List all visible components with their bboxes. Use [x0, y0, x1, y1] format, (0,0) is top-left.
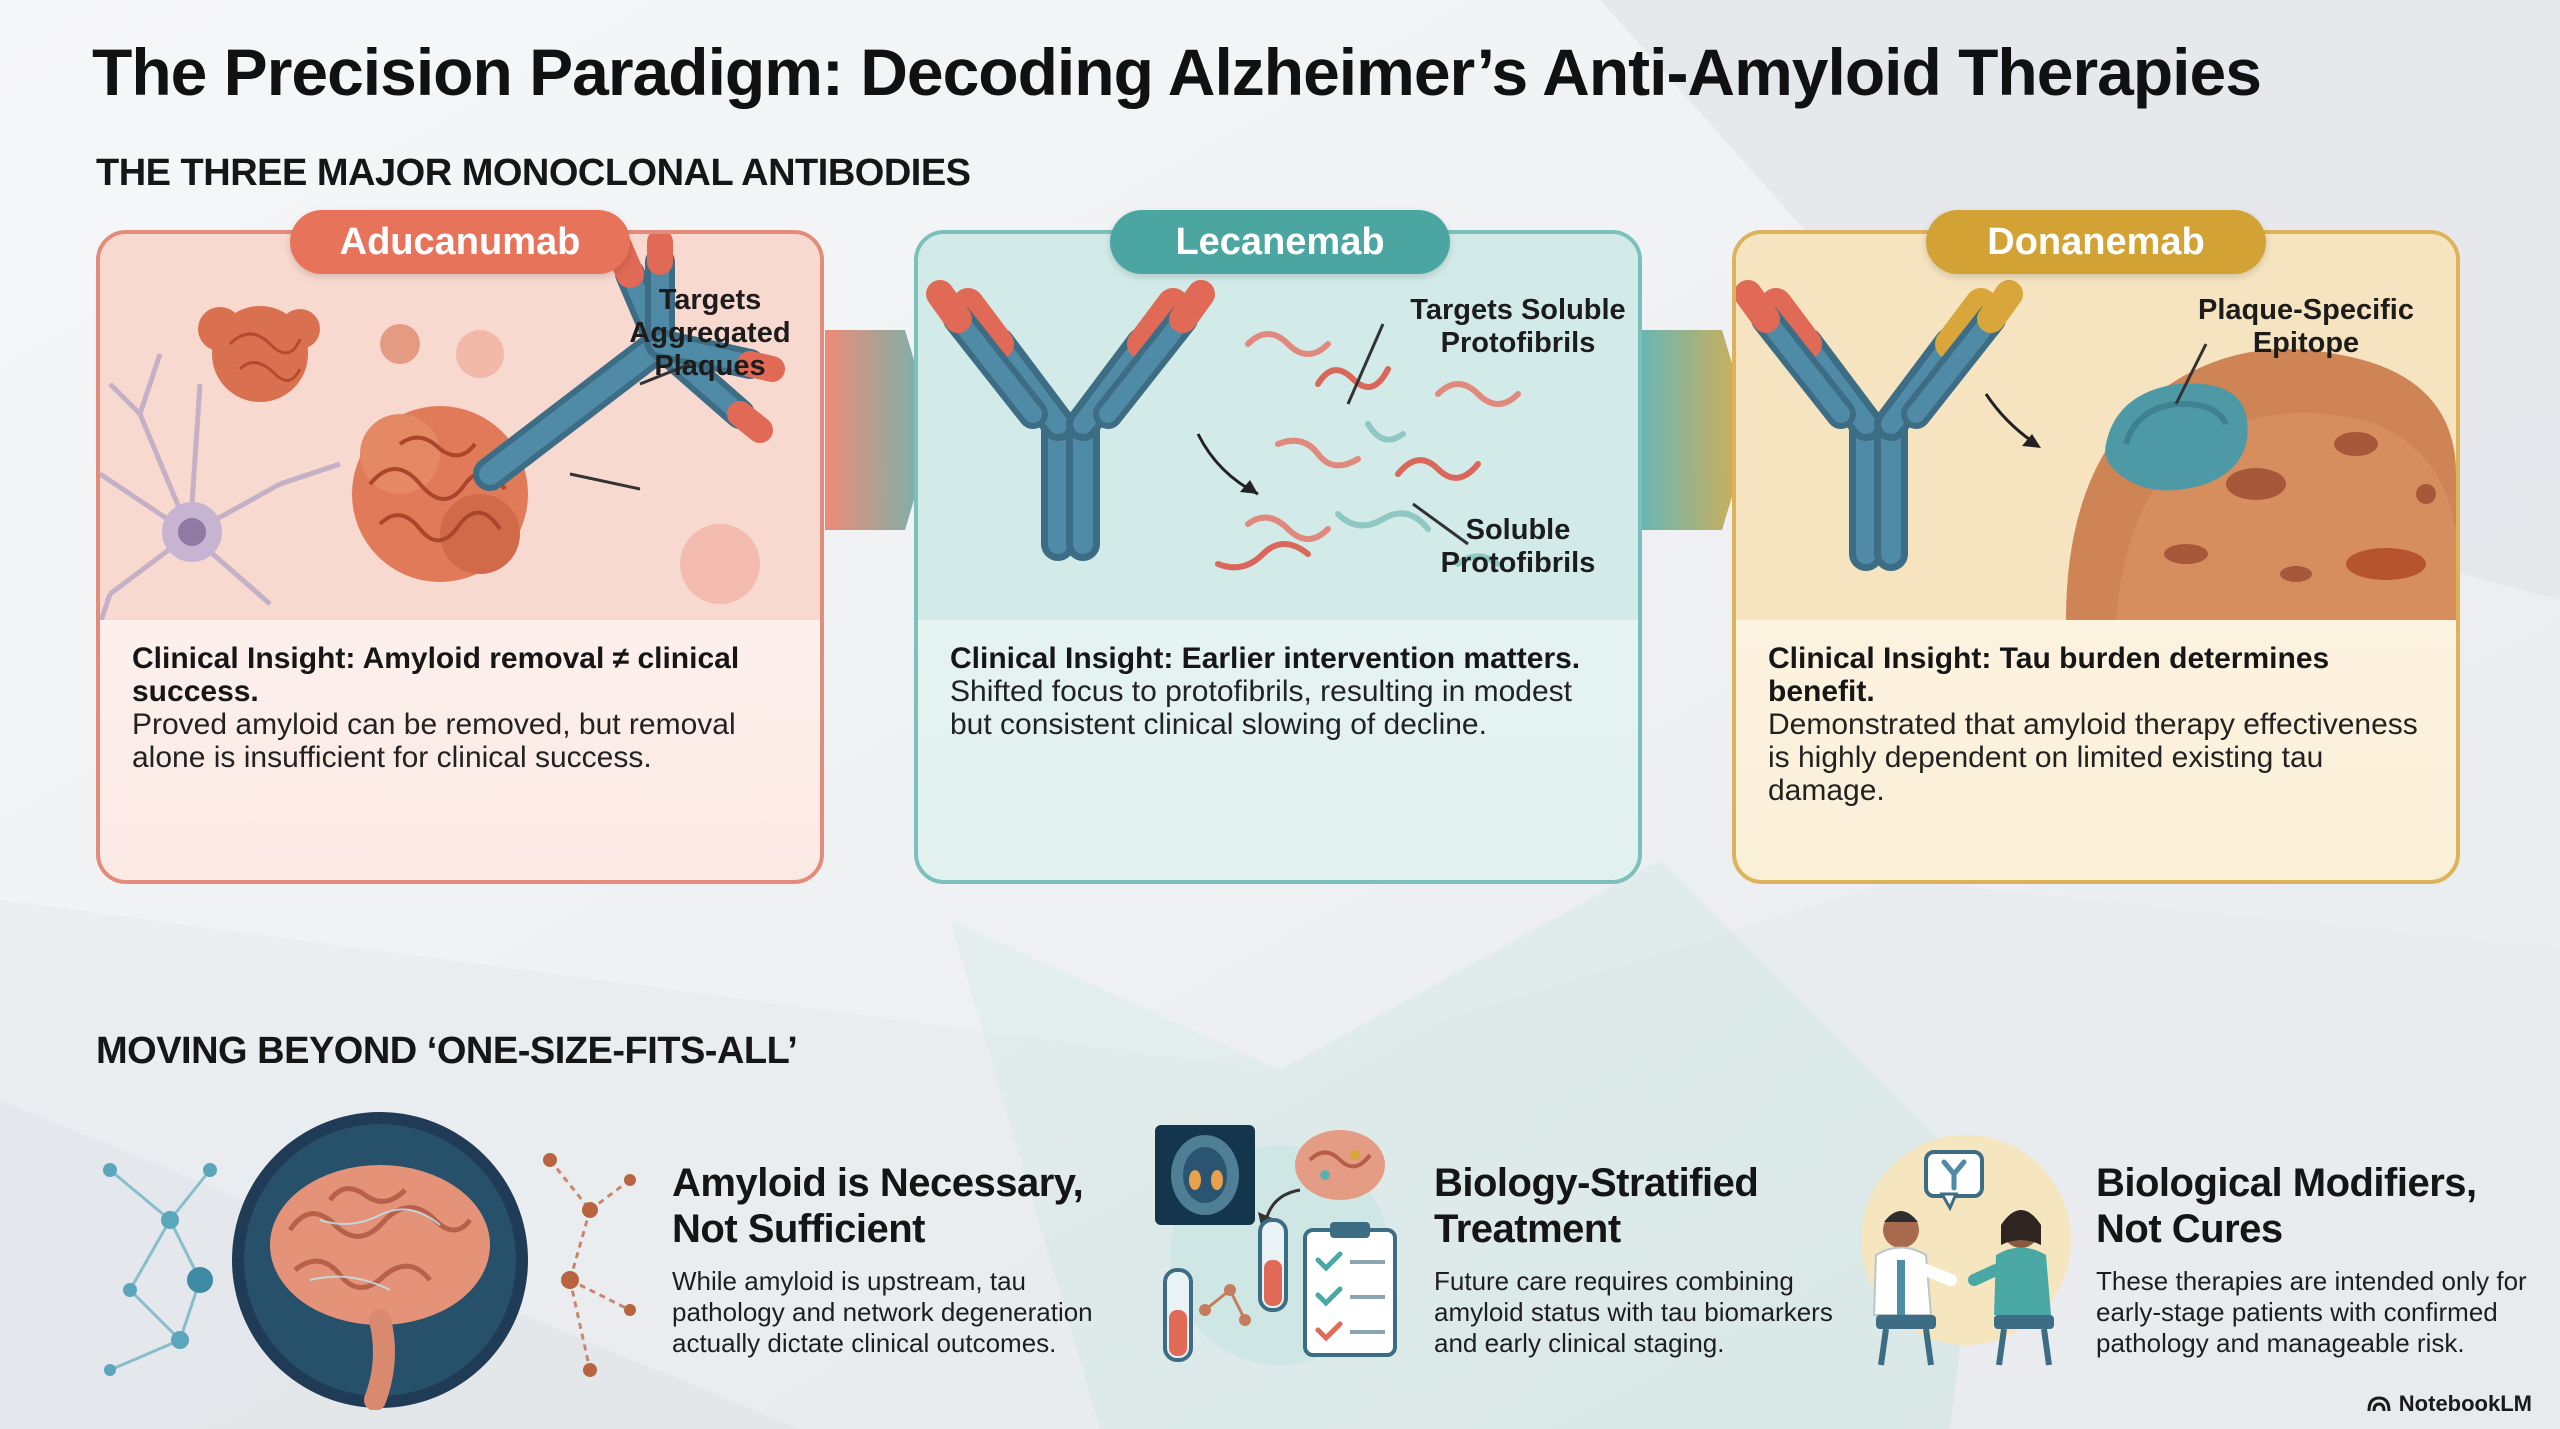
section-title-antibodies: THE THREE MAJOR MONOCLONAL ANTIBODIES [96, 152, 971, 194]
pill-lecanemab: Lecanemab [1110, 210, 1450, 274]
brand-mark: NotebookLM [2367, 1391, 2532, 1417]
feature-body: These therapies are intended only for ea… [2096, 1266, 2527, 1358]
connector-arrow-2 [1642, 330, 1752, 530]
insight-headline: Clinical Insight: Amyloid removal ≠ clin… [132, 642, 740, 708]
insight-headline: Clinical Insight: Earlier intervention m… [950, 642, 1581, 675]
feature-title: Amyloid is Necessary, Not Sufficient [672, 1161, 1084, 1251]
pill-aducanumab: Aducanumab [290, 210, 630, 274]
label-plaque-specific-epitope: Plaque-Specific Epitope [2198, 294, 2414, 359]
feature-amyloid-necessary: Amyloid is Necessary, Not Sufficient Whi… [672, 1160, 1112, 1359]
connector-arrow-1 [825, 330, 935, 530]
feature-biological-modifiers: Biological Modifiers, Not Cures These th… [2096, 1160, 2536, 1359]
feature-body: While amyloid is upstream, tau pathology… [672, 1266, 1093, 1358]
feature-title: Biology-Stratified Treatment [1434, 1161, 1759, 1251]
stratified-treatment-illustration [1155, 1125, 1397, 1365]
insight-donanemab: Clinical Insight: Tau burden determines … [1768, 642, 2428, 807]
notebooklm-logo-icon [2367, 1396, 2391, 1412]
section-title-beyond: MOVING BEYOND ‘ONE-SIZE-FITS-ALL’ [96, 1030, 798, 1072]
page-title: The Precision Paradigm: Decoding Alzheim… [92, 35, 2262, 109]
insight-body: Demonstrated that amyloid therapy effect… [1768, 708, 2418, 807]
label-targets-soluble: Targets Soluble Protofibrils [1410, 294, 1626, 359]
aducanumab-illustration [100, 234, 820, 620]
insight-body: Proved amyloid can be removed, but remov… [132, 708, 736, 774]
feature-biology-stratified: Biology-Stratified Treatment Future care… [1434, 1160, 1854, 1359]
insight-lecanemab: Clinical Insight: Earlier intervention m… [950, 642, 1610, 741]
card-lecanemab: Targets Soluble Protofibrils Soluble Pro… [914, 230, 1642, 884]
doctor-patient-illustration [1861, 1135, 2071, 1366]
card-aducanumab: Targets Aggregated Plaques Clinical Insi… [96, 230, 824, 884]
brain-network-illustration [103, 1112, 636, 1410]
label-targets-aggregated: Targets Aggregated Plaques [629, 284, 791, 382]
brand-name: NotebookLM [2398, 1391, 2532, 1416]
card-donanemab: Plaque-Specific Epitope Clinical Insight… [1732, 230, 2460, 884]
feature-title: Biological Modifiers, Not Cures [2096, 1161, 2477, 1251]
feature-body: Future care requires combining amyloid s… [1434, 1266, 1833, 1358]
insight-headline: Clinical Insight: Tau burden determines … [1768, 642, 2330, 708]
donanemab-illustration [1736, 234, 2456, 620]
insight-aducanumab: Clinical Insight: Amyloid removal ≠ clin… [132, 642, 792, 774]
insight-body: Shifted focus to protofibrils, resulting… [950, 675, 1572, 741]
label-soluble-protofibrils: Soluble Protofibrils [1440, 514, 1596, 579]
lecanemab-illustration [918, 234, 1638, 620]
pill-donanemab: Donanemab [1926, 210, 2266, 274]
